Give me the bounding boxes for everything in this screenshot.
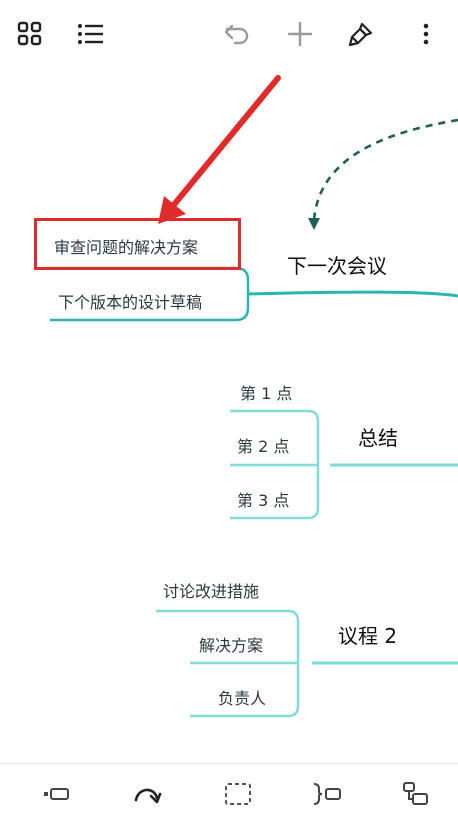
paint-brush-icon[interactable] xyxy=(343,16,379,52)
undo-icon[interactable] xyxy=(219,16,255,52)
subtopic-owner[interactable]: 负责人 xyxy=(218,689,267,708)
topic-next-meeting[interactable]: 下一次会议 xyxy=(287,254,387,278)
subtopic-solution[interactable]: 解决方案 xyxy=(199,636,264,655)
subtopic-design-draft[interactable]: 下个版本的设计草稿 xyxy=(58,293,203,312)
insert-child-icon[interactable] xyxy=(396,778,436,810)
more-options-icon[interactable] xyxy=(408,16,444,52)
summary-bracket-icon[interactable] xyxy=(307,778,347,810)
topic-agenda-2[interactable]: 议程 2 xyxy=(338,624,398,648)
subtopic-point-1[interactable]: 第 1 点 xyxy=(240,384,293,403)
subtopic-point-2[interactable]: 第 2 点 xyxy=(237,437,290,456)
outline-list-icon[interactable] xyxy=(73,16,109,52)
subtopic-review-solutions[interactable]: 审查问题的解决方案 xyxy=(54,238,199,257)
insert-before-icon[interactable] xyxy=(38,778,78,810)
select-box-icon[interactable] xyxy=(218,778,258,810)
top-toolbar xyxy=(0,0,458,72)
bottom-toolbar xyxy=(0,763,458,821)
redo-arrow-icon[interactable] xyxy=(127,778,167,810)
subtopic-improvements[interactable]: 讨论改进措施 xyxy=(163,582,260,601)
subtopic-point-3[interactable]: 第 3 点 xyxy=(237,491,290,510)
grid-view-icon[interactable] xyxy=(12,16,48,52)
annotation-highlight-box xyxy=(34,218,241,270)
add-icon[interactable] xyxy=(282,16,318,52)
topic-summary[interactable]: 总结 xyxy=(358,426,398,450)
